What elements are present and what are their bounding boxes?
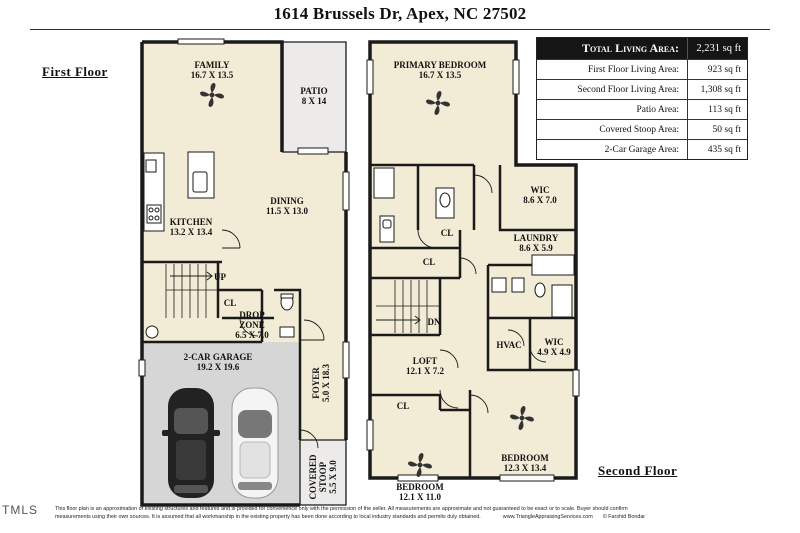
disclaimer-text: This floor plan is an approximation of e…: [55, 506, 646, 520]
room-closet-hall: CL: [422, 257, 436, 267]
table-row: 2-Car Garage Area: 435 sq ft: [537, 139, 747, 159]
website-link[interactable]: www.TriangleAppraisingServices.com: [502, 513, 593, 520]
stoop-area: [300, 440, 346, 505]
second-floor-label: Second Floor: [598, 463, 678, 478]
room-closet-drop: CL: [223, 298, 237, 308]
stairs-down-label: DN: [427, 317, 441, 327]
table-row: Covered Stoop Area: 50 sq ft: [537, 119, 747, 139]
white-car-image: [231, 387, 279, 499]
table-row: First Floor Living Area: 923 sq ft: [537, 59, 747, 79]
title-divider: [30, 29, 770, 30]
tmls-watermark: TMLS: [2, 503, 39, 517]
page-title: 1614 Brussels Dr, Apex, NC 27502: [273, 4, 527, 23]
stairs-up-label: UP: [214, 272, 226, 282]
area-summary-table: Total Living Area: 2,231 sq ft First Flo…: [536, 37, 748, 160]
room-closet-bedroom: CL: [396, 401, 410, 411]
patio-area: [282, 42, 346, 152]
table-row: Second Floor Living Area: 1,308 sq ft: [537, 79, 747, 99]
room-hvac: HVAC: [496, 340, 522, 350]
first-floor-living-area: [142, 42, 346, 440]
table-row-total: Total Living Area: 2,231 sq ft: [537, 38, 747, 59]
black-car-image: [162, 388, 220, 498]
table-row: Patio Area: 113 sq ft: [537, 99, 747, 119]
first-floor-label: First Floor: [42, 64, 108, 79]
room-closet-primary: CL: [440, 228, 454, 238]
